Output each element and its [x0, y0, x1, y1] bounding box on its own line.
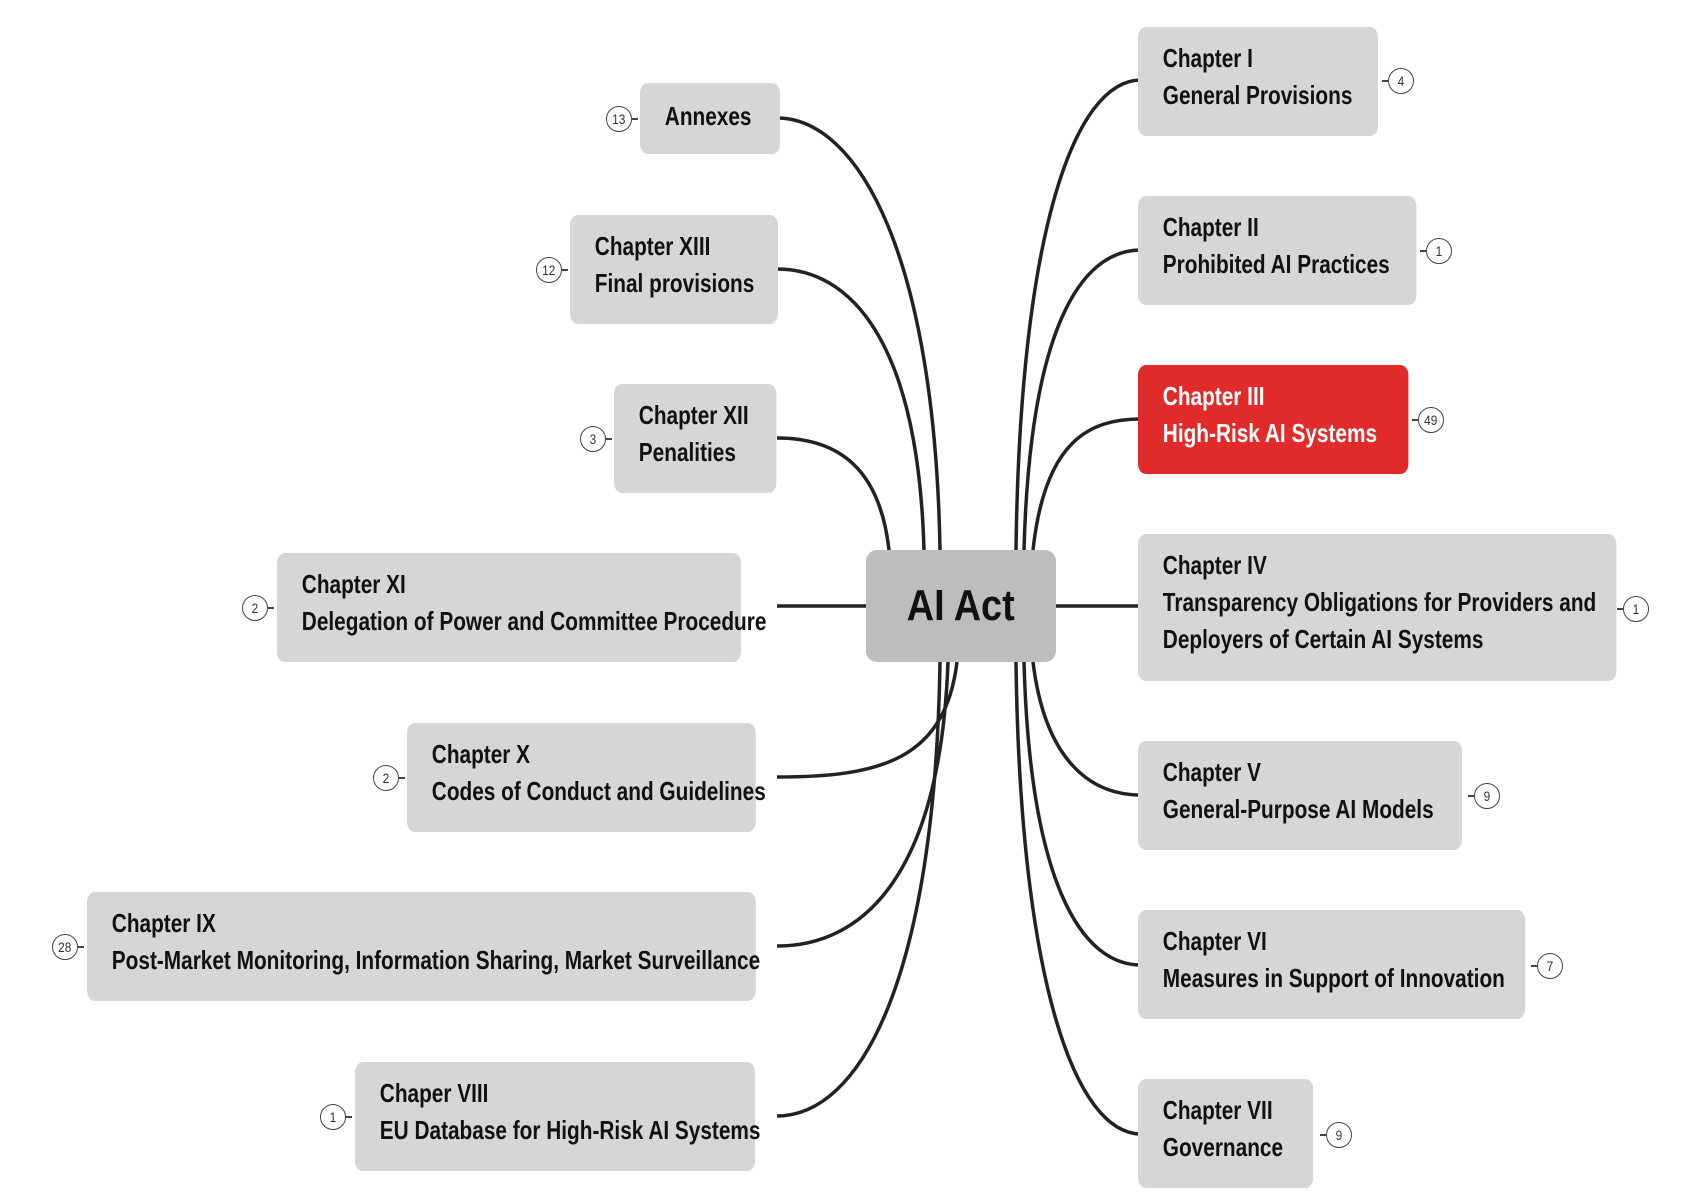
- connector-line: [776, 116, 942, 551]
- node-title: Chapter XI: [301, 569, 406, 599]
- node-subtitle: General Provisions: [1162, 80, 1353, 110]
- connector-line: [776, 661, 959, 779]
- badge-connector: [1531, 965, 1537, 967]
- node-subtitle: Governance: [1162, 1132, 1284, 1162]
- badge-connector: [399, 777, 405, 779]
- node-title: Chapter XIII: [594, 231, 711, 261]
- node-subtitle: Measures in Support of Innovation: [1162, 963, 1505, 993]
- count-badge: 9: [1474, 783, 1500, 809]
- connector-line: [776, 661, 942, 1118]
- node-chapter-10[interactable]: Chapter X Codes of Conduct and Guideline…: [407, 723, 766, 832]
- node-subtitle: Penalities: [638, 437, 736, 467]
- node-chapter-12[interactable]: Chapter XII Penalities: [614, 384, 777, 493]
- connector-line: [776, 436, 891, 551]
- node-title: Chapter V: [1162, 757, 1262, 787]
- badge-connector: [632, 118, 638, 120]
- node-title: Chaper VIII: [379, 1078, 489, 1108]
- node-chapter-9[interactable]: Chapter IX Post-Market Monitoring, Infor…: [87, 892, 761, 1001]
- badge-connector: [1320, 1134, 1326, 1136]
- connector-line: [1014, 78, 1142, 551]
- count-badge: 2: [373, 765, 399, 791]
- node-title: Chapter IV: [1162, 550, 1267, 580]
- node-title: Chapter III: [1162, 381, 1265, 411]
- node-chapter-7[interactable]: Chapter VII Governance: [1138, 1079, 1314, 1188]
- badge-connector: [1412, 419, 1418, 421]
- node-title: Chapter VI: [1162, 926, 1267, 956]
- count-badge: 2: [242, 595, 268, 621]
- node-chapter-3[interactable]: Chapter III High-Risk AI Systems: [1138, 365, 1409, 474]
- node-title: Chapter I: [1162, 43, 1253, 73]
- count-badge: 1: [1623, 596, 1649, 622]
- badge-connector: [1468, 795, 1474, 797]
- node-title: Chapter XII: [638, 400, 749, 430]
- count-badge: 13: [606, 106, 632, 132]
- count-badge: 1: [1426, 238, 1452, 264]
- connector-line: [1022, 248, 1142, 551]
- connector-line: [1014, 661, 1142, 1136]
- node-chapter-13[interactable]: Chapter XIII Final provisions: [570, 215, 778, 324]
- count-badge: 49: [1418, 407, 1444, 433]
- node-title: Chapter II: [1162, 212, 1259, 242]
- connector-line: [1031, 417, 1142, 551]
- node-subtitle: Delegation of Power and Committee Proced…: [301, 606, 767, 636]
- connector-line: [776, 661, 950, 948]
- node-subtitle: Transparency Obligations for Providers a…: [1162, 587, 1597, 617]
- count-badge: 12: [536, 257, 562, 283]
- badge-connector: [78, 946, 84, 948]
- node-subtitle: Codes of Conduct and Guidelines: [431, 776, 766, 806]
- badge-connector: [1382, 80, 1388, 82]
- node-title: Annexes: [664, 101, 752, 131]
- connector-line: [776, 267, 926, 551]
- central-label: AI Act: [907, 581, 1015, 630]
- node-chapter-5[interactable]: Chapter V General-Purpose AI Models: [1138, 741, 1462, 850]
- badge-connector: [606, 438, 612, 440]
- central-node-ai-act[interactable]: AI Act: [866, 550, 1056, 662]
- node-subtitle: Post-Market Monitoring, Information Shar…: [111, 945, 761, 975]
- node-chapter-4[interactable]: Chapter IV Transparency Obligations for …: [1138, 534, 1617, 681]
- node-subtitle: Prohibited AI Practices: [1162, 249, 1390, 279]
- node-subtitle-line-2: Deployers of Certain AI Systems: [1162, 624, 1484, 654]
- count-badge: 7: [1537, 953, 1563, 979]
- node-title: Chapter VII: [1162, 1095, 1273, 1125]
- count-badge: 3: [580, 426, 606, 452]
- count-badge: 1: [320, 1104, 346, 1130]
- connector-line: [1031, 661, 1142, 797]
- count-badge: 4: [1388, 68, 1414, 94]
- node-chapter-1[interactable]: Chapter I General Provisions: [1138, 27, 1378, 136]
- node-title: Chapter X: [431, 739, 531, 769]
- badge-connector: [562, 269, 568, 271]
- node-annexes[interactable]: Annexes: [640, 83, 780, 154]
- node-subtitle: High-Risk AI Systems: [1162, 418, 1378, 448]
- badge-connector: [1420, 250, 1426, 252]
- node-title: Chapter IX: [111, 908, 216, 938]
- connector-line: [1022, 661, 1142, 967]
- badge-connector: [268, 607, 274, 609]
- node-subtitle: EU Database for High-Risk AI Systems: [379, 1115, 761, 1145]
- count-badge: 28: [52, 934, 78, 960]
- node-chapter-2[interactable]: Chapter II Prohibited AI Practices: [1138, 196, 1417, 305]
- badge-connector: [346, 1116, 352, 1118]
- count-badge: 9: [1326, 1122, 1352, 1148]
- node-subtitle: Final provisions: [594, 268, 755, 298]
- node-chapter-6[interactable]: Chapter VI Measures in Support of Innova…: [1138, 910, 1526, 1019]
- node-chapter-11[interactable]: Chapter XI Delegation of Power and Commi…: [277, 553, 767, 662]
- node-subtitle: General-Purpose AI Models: [1162, 794, 1434, 824]
- badge-connector: [1617, 608, 1623, 610]
- node-chapter-8[interactable]: Chaper VIII EU Database for High-Risk AI…: [355, 1062, 761, 1171]
